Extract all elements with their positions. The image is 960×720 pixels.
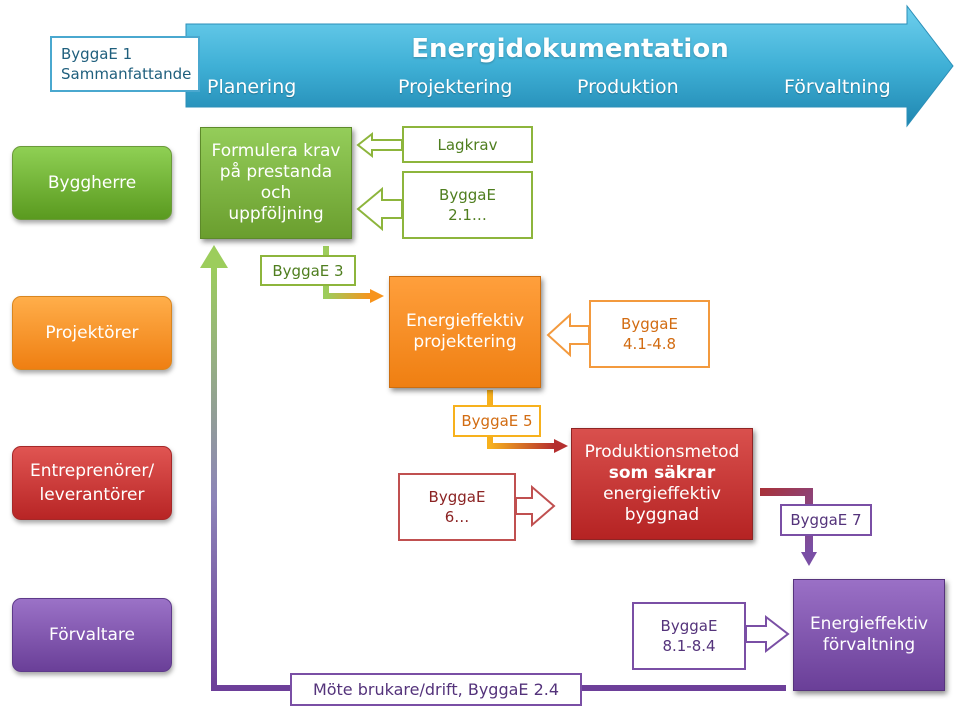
summary-box: ByggaE 1 Sammanfattande [50,36,200,92]
process-production-line3: energieffektiv [603,484,721,504]
process-energy-projecting: Energieffektiv projektering [389,276,541,388]
process-energy-management: Energieffektiv förvaltning [793,579,945,691]
phase-produktion: Produktion [577,76,679,98]
process-projecting-line1: Energieffektiv [405,311,525,331]
role-byggherre-label: Byggherre [47,173,137,193]
transition-bygg7: ByggaE 7 [780,504,872,536]
phase-planering: Planering [207,76,297,98]
feedback-label: Möte brukare/drift, ByggaE 2.4 [290,673,582,706]
feedback-arrowhead [200,245,228,268]
header-title: Energidokumentation [411,34,729,64]
input-bygg41-line1: ByggaE [621,315,678,333]
input-bygg21: ByggaE 2.1… [402,171,533,239]
role-forvaltare: Förvaltare [12,598,172,672]
process-projecting-line2: projektering [413,332,517,352]
connector-green-orange-head [370,289,384,303]
process-formulate-line2: på prestanda [219,162,333,182]
connector-orange-red-head [554,439,568,453]
arrow-bygg21 [356,186,403,232]
process-production-line1: Produktionsmetod [584,442,740,462]
process-production-line4: byggnad [624,505,700,525]
process-formulate-line3: och [260,183,292,203]
input-bygg41-line2: 4.1-4.8 [622,335,677,353]
input-bygg81: ByggaE 8.1-8.4 [632,602,746,670]
arrow-lagkrav [356,131,403,159]
role-entreprenorer-line2: leverantörer [39,485,145,505]
process-formulate-line1: Formulera krav [211,141,341,161]
input-bygg6-line1: ByggaE [428,488,486,506]
phase-projektering: Projektering [398,76,513,98]
input-bygg81-line2: 8.1-8.4 [662,637,716,655]
process-management-line1: Energieffektiv [809,614,929,634]
arrow-bygg81 [745,614,790,654]
role-entreprenorer: Entreprenörer/ leverantörer [12,446,172,520]
transition-bygg5: ByggaE 5 [453,405,541,437]
process-management-line2: förvaltning [822,635,916,655]
transition-bygg3-label: ByggaE 3 [272,261,344,280]
process-formulate-requirements: Formulera krav på prestanda och uppföljn… [200,127,352,239]
input-bygg81-line1: ByggaE [660,617,718,635]
role-projektorer: Projektörer [12,296,172,370]
input-bygg21-line1: ByggaE [439,186,496,204]
role-projektorer-label: Projektörer [45,323,139,343]
feedback-loop-line [211,266,786,691]
header-arrow [185,4,954,128]
arrow-bygg6 [515,484,556,528]
role-entreprenorer-line1: Entreprenörer/ [29,461,155,481]
input-bygg21-line2: 2.1… [448,206,487,224]
feedback-label-text: Möte brukare/drift, ByggaE 2.4 [312,679,560,699]
input-bygg41: ByggaE 4.1-4.8 [589,300,710,368]
process-formulate-line4: uppföljning [228,204,324,224]
transition-bygg7-label: ByggaE 7 [790,511,862,529]
process-production-line2: som säkrar [608,463,716,483]
input-bygg6-line2: 6… [444,508,470,526]
transition-bygg5-label: ByggaE 5 [461,412,533,430]
summary-box-line2: Sammanfattande [61,65,192,83]
input-lagkrav: Lagkrav [402,126,533,163]
input-lagkrav-label: Lagkrav [437,135,498,154]
arrow-bygg41 [546,312,590,358]
role-byggherre: Byggherre [12,146,172,220]
summary-box-line1: ByggaE 1 [61,45,133,63]
connector-red-purple-head [801,552,817,566]
input-bygg6: ByggaE 6… [398,473,516,541]
transition-bygg3: ByggaE 3 [260,255,356,286]
phase-forvaltning: Förvaltning [784,76,891,98]
process-production-method: Produktionsmetod som säkrar energieffekt… [571,428,753,540]
role-forvaltare-label: Förvaltare [49,625,135,645]
